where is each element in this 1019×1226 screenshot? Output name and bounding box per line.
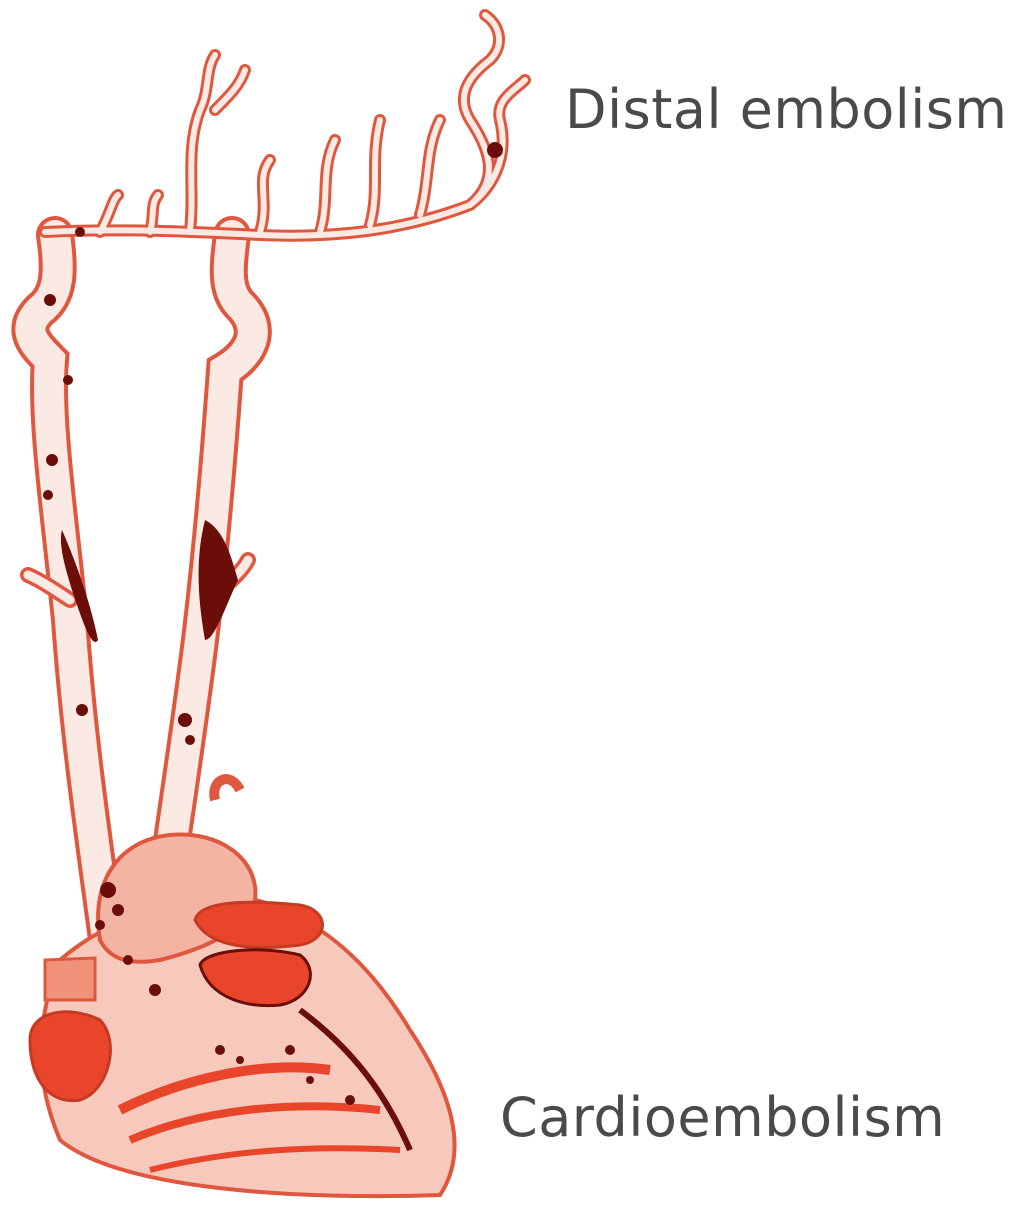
cardioembolism-label: Cardioembolism	[500, 1086, 945, 1149]
distal-embolism-label: Distal embolism	[565, 78, 1008, 141]
cerebral-vessel-branches	[45, 15, 525, 236]
